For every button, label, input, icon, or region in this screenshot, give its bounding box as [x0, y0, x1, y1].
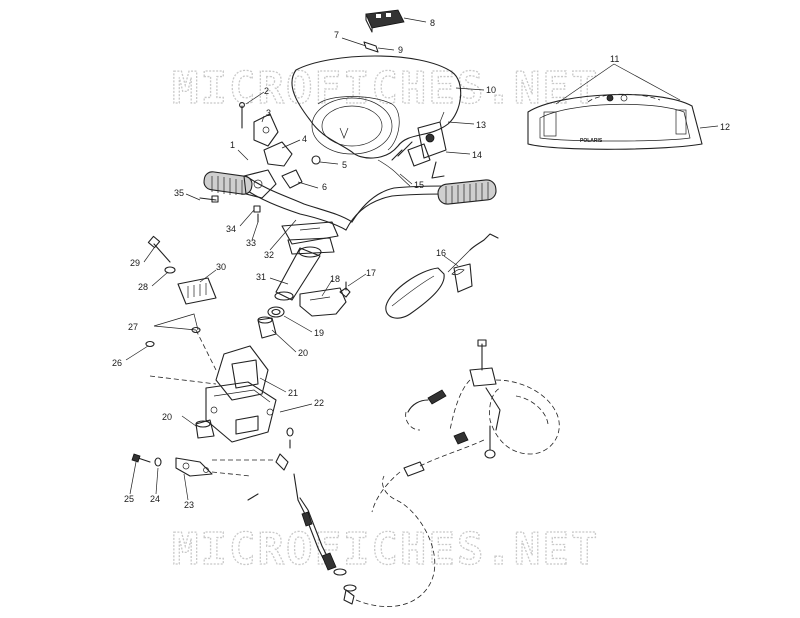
callout-26: 26: [112, 358, 122, 368]
bushings: [195, 306, 285, 439]
callout-14: 14: [472, 150, 482, 160]
callout-28: 28: [138, 282, 148, 292]
callout-17: 17: [366, 268, 376, 278]
bracket-18: [299, 281, 351, 317]
steering-column: [274, 237, 335, 301]
part-8-plate: [365, 9, 405, 33]
callout-12: 12: [720, 122, 730, 132]
callout-35: 35: [174, 188, 184, 198]
callout-18: 18: [330, 274, 340, 284]
watermark-bottom: MICROFICHES.NET: [172, 524, 599, 575]
callout-8: 8: [430, 18, 435, 28]
carburetor-linkage: [371, 339, 560, 513]
callout-29: 29: [130, 258, 140, 268]
callout-19: 19: [314, 328, 324, 338]
left-hardware: [145, 235, 217, 348]
throttle-cable: [275, 427, 436, 607]
callout-9: 9: [398, 45, 403, 55]
callout-27: 27: [128, 322, 138, 332]
callout-23: 23: [184, 500, 194, 510]
callout-24: 24: [150, 494, 160, 504]
leader-lines: [125, 17, 719, 501]
callout-13: 13: [476, 120, 486, 130]
callout-32: 32: [264, 250, 274, 260]
callout-2: 2: [264, 86, 269, 96]
callout-20b: 20: [162, 412, 172, 422]
callout-31: 31: [256, 272, 266, 282]
callout-33: 33: [246, 238, 256, 248]
callout-labels: 1 2 3 4 5 6 7 8 9 10 11 12 13 14 15 16 1…: [112, 18, 730, 510]
steering-post-bracket: [149, 329, 277, 443]
callout-3: 3: [266, 108, 271, 118]
callout-22: 22: [314, 398, 324, 408]
callout-4: 4: [302, 134, 307, 144]
left-switch-parts: [239, 102, 321, 189]
part-35-bolt: [199, 195, 219, 203]
callout-1: 1: [230, 140, 235, 150]
callout-25: 25: [124, 494, 134, 504]
callout-7: 7: [334, 30, 339, 40]
callout-11: 11: [610, 54, 619, 64]
part-9-clip: [363, 41, 379, 53]
callout-20a: 20: [298, 348, 308, 358]
linkage-arm: [131, 453, 276, 501]
watermark-top: MICROFICHES.NET: [172, 63, 599, 114]
kill-switch-lanyard: [385, 233, 499, 319]
panel-logo-text: POLARIS: [580, 138, 603, 144]
handlebar: [203, 169, 497, 245]
part-34-washer: [253, 205, 261, 213]
instrument-panel: POLARIS: [527, 93, 703, 150]
callout-30: 30: [216, 262, 226, 272]
handlebar-cover: [291, 55, 462, 159]
callout-5: 5: [342, 160, 347, 170]
callout-21: 21: [288, 388, 298, 398]
throttle-assembly: [377, 111, 447, 187]
callout-16: 16: [436, 248, 446, 258]
callout-10: 10: [486, 85, 496, 95]
callout-34: 34: [226, 224, 236, 234]
callout-6: 6: [322, 182, 327, 192]
callout-15: 15: [414, 180, 424, 190]
